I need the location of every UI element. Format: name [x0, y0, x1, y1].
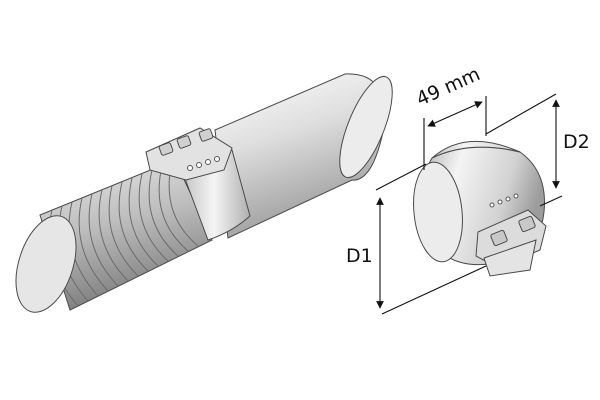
pipe-clamp-nuts	[158, 128, 214, 156]
standalone-clamp	[413, 140, 547, 277]
width-dimension-line	[427, 101, 483, 127]
tube-end	[339, 75, 393, 179]
clamp-top-rim	[431, 146, 521, 159]
clamp-lower-tab	[483, 239, 537, 277]
d1-label: D1	[346, 245, 373, 267]
d2-extension-top	[485, 93, 557, 135]
bellows-opening	[15, 215, 77, 313]
clamp-rivets	[489, 193, 519, 208]
clamp-nuts	[490, 215, 536, 247]
pipe-clamp-bolt	[145, 127, 233, 181]
bellows-ribs	[48, 161, 199, 307]
dimensions	[375, 93, 563, 315]
d1-extension-bottom	[381, 265, 487, 315]
d2-label: D2	[563, 131, 590, 153]
d1-extension-top	[375, 163, 427, 191]
pipe-assembly	[15, 73, 393, 313]
d2-extension-bottom	[539, 195, 563, 207]
width-label: 49 mm	[413, 63, 483, 110]
pipe-clamp-bolt-holes	[187, 156, 220, 171]
clamp-opening	[413, 161, 463, 263]
